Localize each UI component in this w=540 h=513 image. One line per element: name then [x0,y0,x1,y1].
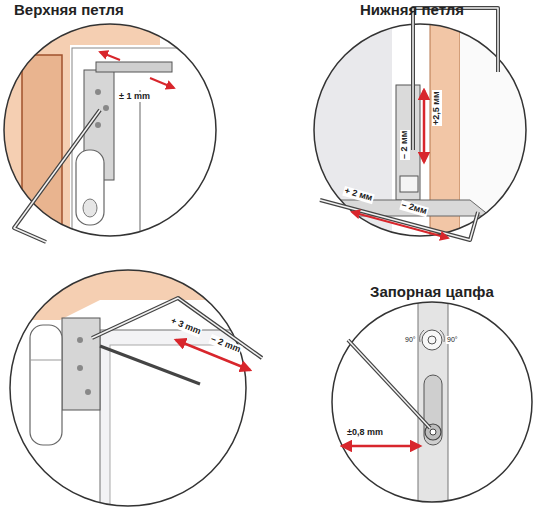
top-hinge-inset [0,0,230,258]
locking-pin-inset-part-part [428,336,436,344]
angle-label: 90° [446,336,459,344]
bottom-hinge-inset-part-part [400,176,418,192]
bottom-hinge-inset-part [320,200,478,240]
top-hinge-inset-part-part [76,150,104,225]
locking-pin-inset-part [330,300,540,510]
top-hinge-inset-part-part [96,62,172,72]
angle-label: 90° [404,336,417,344]
dimension-label: ± 1 mm [118,92,151,102]
dimension-label: – 2 мм [400,130,410,160]
hinge-pressure-inset-part-part [110,345,260,513]
hinge-pressure-inset-part-part [77,365,83,371]
dimension-label: +2,5 мм [432,90,442,126]
hinge-pressure-inset [0,260,262,513]
bottom-hinge-inset-part-part [396,85,420,200]
locking-pin-inset-part [332,302,532,502]
top-hinge-inset-part-part [83,199,97,217]
top-hinge-inset-part-part [95,89,101,95]
locking-pin-inset-part [348,340,430,428]
bottom-hinge-inset-part [320,200,478,240]
bottom-hinge-inset-part [413,8,498,150]
locking-pin-inset-part-part [440,330,444,342]
bottom-hinge-inset-part [352,212,448,238]
hinge-pressure-inset-part-part [30,325,62,445]
hinge-pressure-inset-part-part [77,337,83,343]
top-hinge-inset-part [14,110,100,242]
top-hinge-inset-part [150,78,174,88]
top-hinge-inset-part [100,52,120,60]
bottom-hinge-inset-part [423,90,426,162]
top-hinge-inset-part-part [139,90,141,250]
bottom-hinge-inset [300,0,540,250]
bottom-hinge-inset-part [314,24,526,236]
locking-pin-inset-part-part [424,375,442,445]
top-hinge-inset-part-part [103,105,109,111]
locking-pin-inset-part [348,340,430,428]
hinge-pressure-inset-part-part [62,318,100,410]
bottom-hinge-inset-part [413,8,498,150]
bottom-hinge-inset-part-part [300,0,540,250]
title-label: Нижняя петля [360,2,464,19]
locking-pin-inset [330,300,540,510]
top-hinge-inset-part-part [72,48,222,258]
hinge-pressure-inset-part-part [100,330,260,513]
top-hinge-inset-part-part [22,55,62,255]
locking-pin-inset-part-part [430,429,436,435]
hinge-pressure-inset-part [92,298,262,358]
title-label: Верхняя петля [14,2,124,19]
title-label: Запорная цапфа [370,284,494,301]
hinge-pressure-inset-part [0,260,260,513]
hinge-pressure-inset-part [10,270,246,506]
locking-pin-inset-part-part [422,330,442,350]
top-hinge-inset-part [0,0,230,258]
hinge-pressure-inset-part [92,298,262,358]
bottom-hinge-inset-part [300,0,540,250]
top-hinge-inset-part [4,24,216,236]
top-hinge-inset-part [14,110,100,242]
hinge-pressure-inset-part-part [0,260,260,513]
hinge-pressure-inset-part-part [30,360,62,361]
top-hinge-inset-part-part [95,122,101,128]
dimension-label: ±0,8 mm [346,428,384,438]
hinge-pressure-inset-part-part [85,389,91,395]
locking-pin-inset-part-part [418,300,448,510]
hinge-pressure-inset-part [100,346,200,384]
locking-pin-inset-part-part [330,300,540,510]
locking-pin-inset-part-part [420,330,424,342]
locking-pin-inset-part [342,445,420,448]
